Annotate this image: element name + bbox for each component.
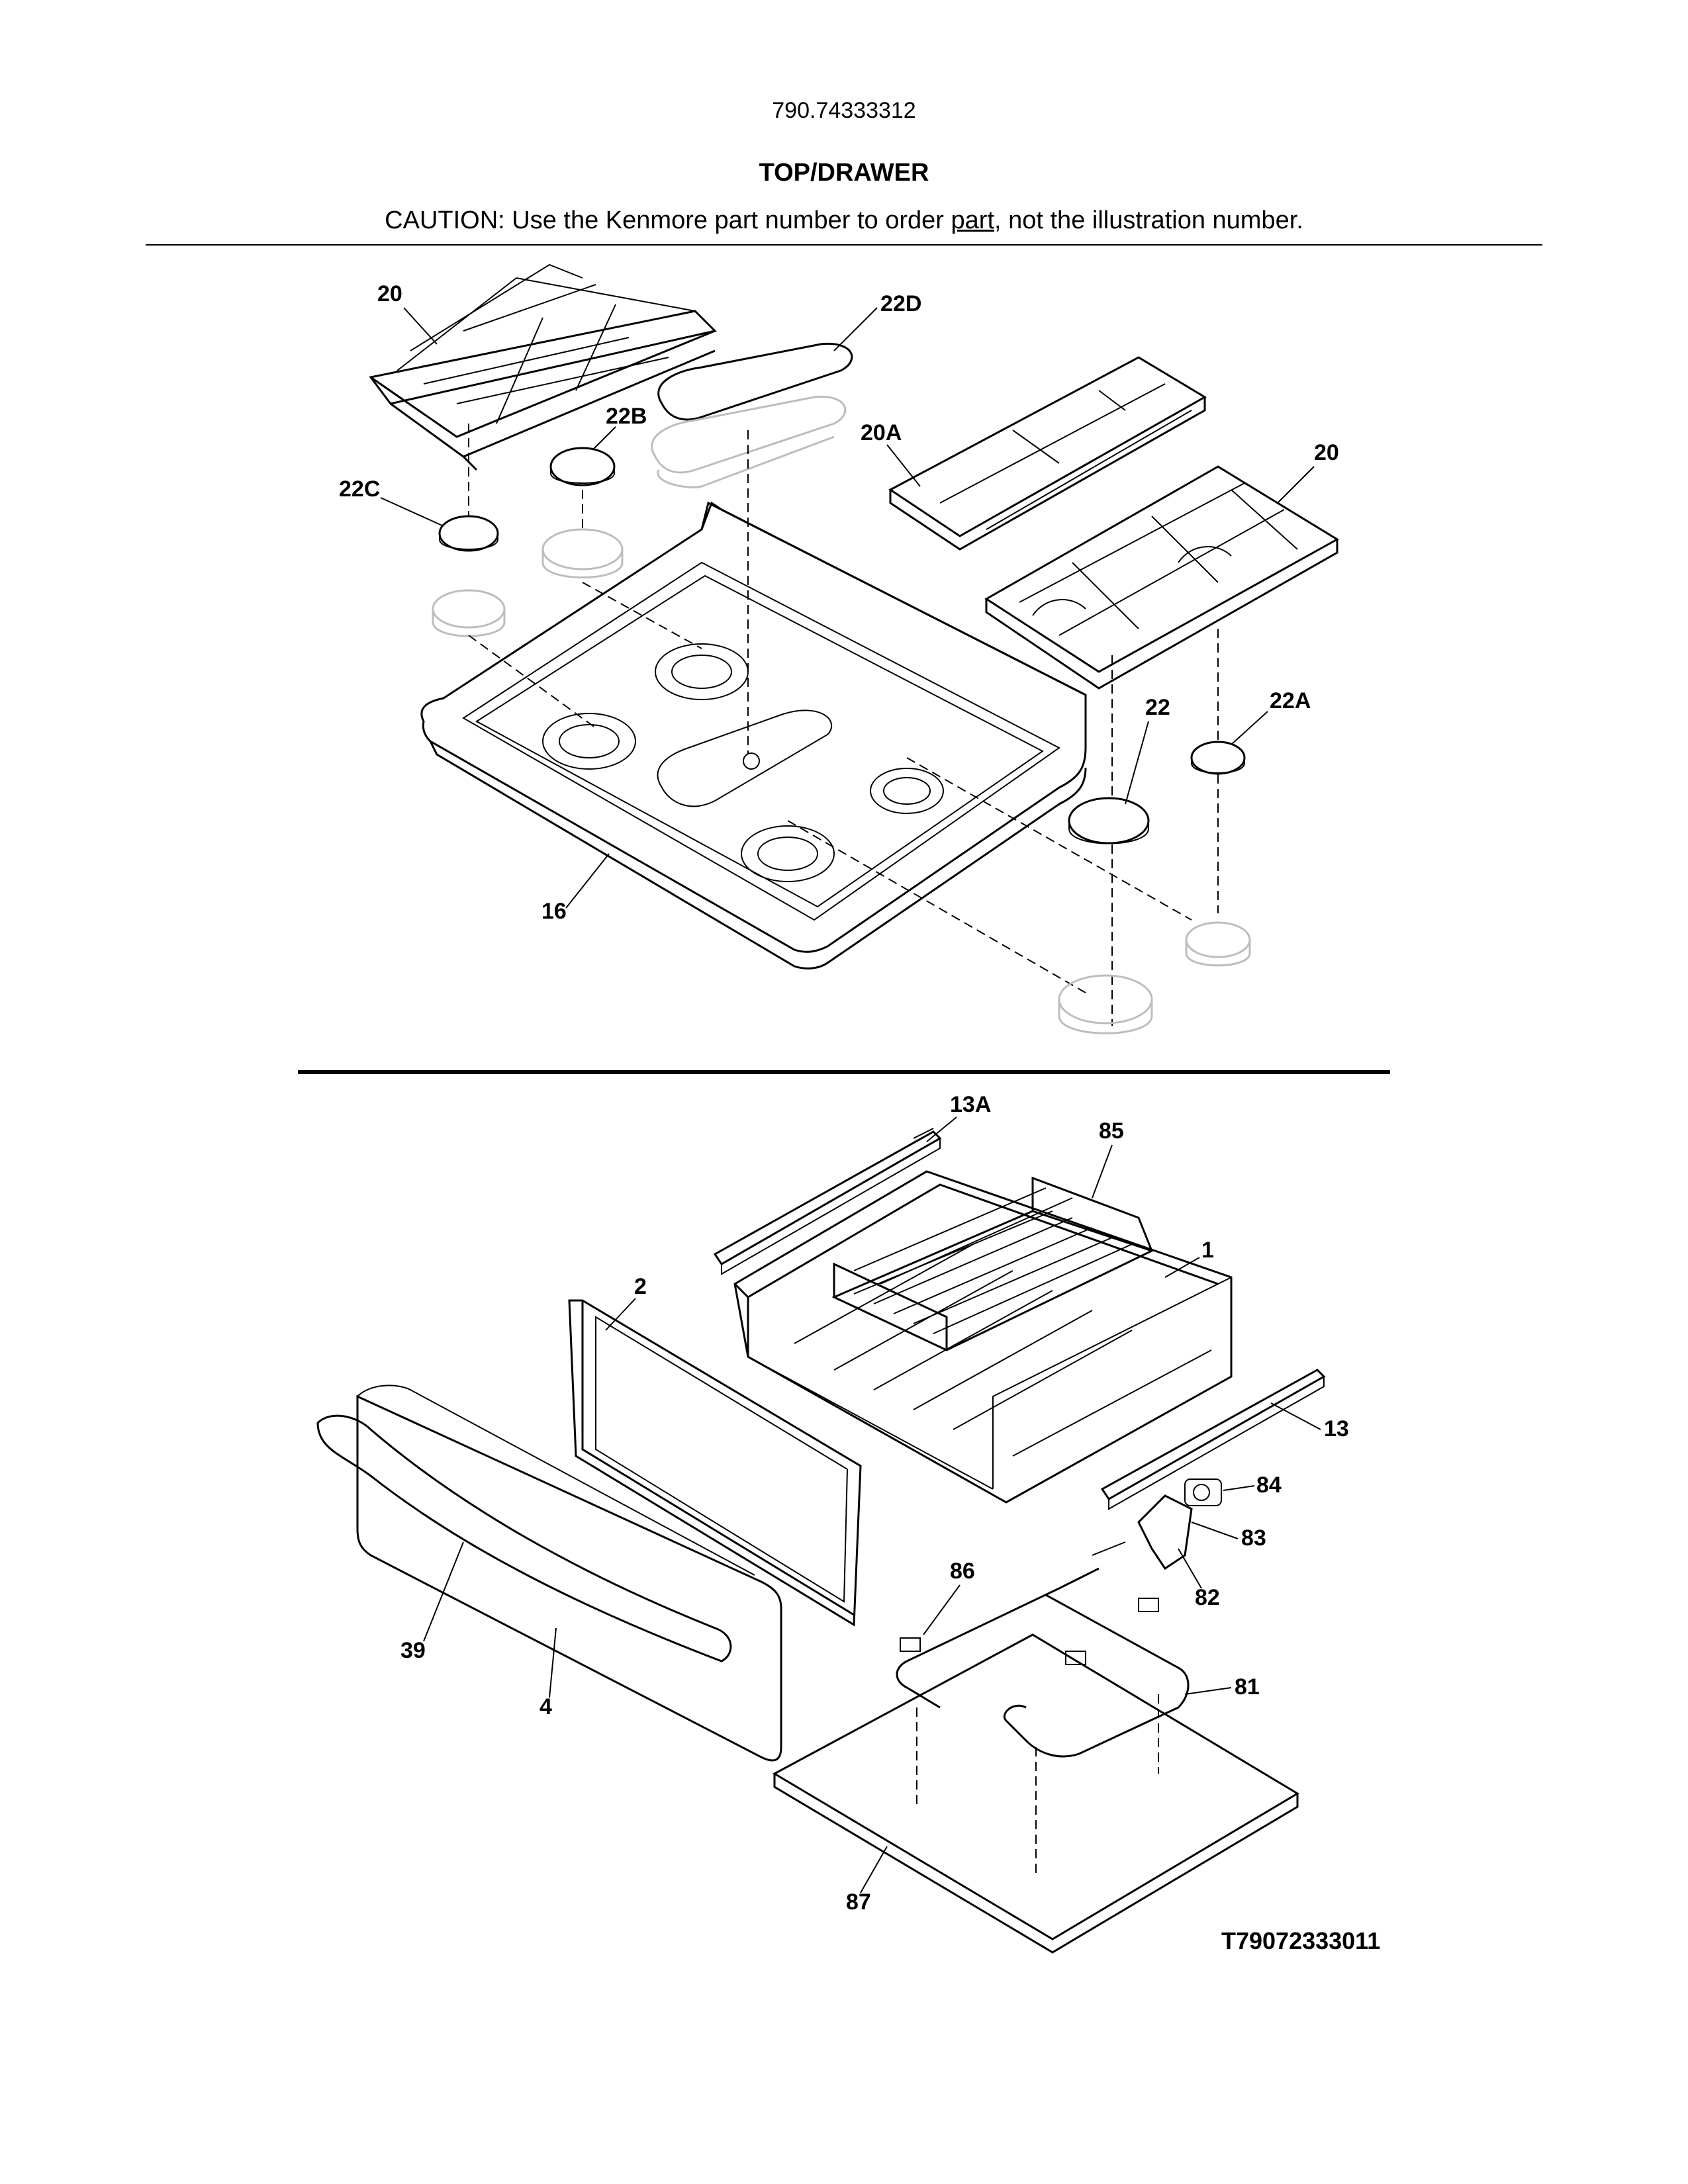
callout-85: 85 bbox=[1099, 1118, 1124, 1144]
right-burner-grate bbox=[984, 465, 1339, 690]
center-grate-20a bbox=[888, 356, 1207, 551]
callout-86: 86 bbox=[950, 1559, 975, 1584]
drawer-front-panel bbox=[356, 1385, 782, 1762]
drawer-handle bbox=[316, 1414, 732, 1662]
left-drawer-slide bbox=[713, 1128, 942, 1275]
drawing-code: T79072333011 bbox=[1221, 1927, 1380, 1954]
callout-84: 84 bbox=[1256, 1473, 1282, 1498]
oval-burner-cap bbox=[651, 342, 853, 488]
caution-suffix: , not the illustration number. bbox=[994, 206, 1303, 234]
caution-note: CAUTION: Use the Kenmore part number to … bbox=[0, 206, 1688, 235]
callout-16: 16 bbox=[541, 899, 567, 924]
drawer-front-liner bbox=[568, 1299, 862, 1627]
burner-cap-22a bbox=[1190, 741, 1246, 775]
callout-22d: 22D bbox=[880, 291, 921, 316]
bake-element bbox=[896, 1567, 1190, 1758]
drawer-bottom-panel bbox=[772, 1633, 1299, 1954]
callout-82: 82 bbox=[1195, 1585, 1220, 1610]
callout-39: 39 bbox=[400, 1638, 426, 1663]
callout-22: 22 bbox=[1145, 695, 1170, 720]
drawer-switch-bracket bbox=[1092, 1479, 1222, 1570]
callout-20-right: 20 bbox=[1314, 440, 1339, 465]
callout-4: 4 bbox=[539, 1694, 552, 1719]
callout-13a: 13A bbox=[950, 1092, 991, 1117]
callout-83: 83 bbox=[1241, 1525, 1266, 1551]
caution-prefix: CAUTION: Use the Kenmore part number to … bbox=[385, 206, 951, 234]
callout-1: 1 bbox=[1201, 1238, 1214, 1263]
right-drawer-slide bbox=[1100, 1369, 1326, 1510]
burner-cap-22b bbox=[541, 447, 624, 578]
callout-22b: 22B bbox=[606, 404, 647, 429]
callout-2: 2 bbox=[634, 1274, 647, 1299]
burner-cap-22 bbox=[1068, 797, 1150, 844]
model-number: 790.74333312 bbox=[772, 98, 916, 123]
left-burner-grate bbox=[369, 263, 717, 471]
section-title: TOP/DRAWER bbox=[759, 159, 929, 187]
burner-cap-22c bbox=[432, 515, 506, 637]
burner-heads bbox=[1058, 921, 1251, 1034]
drawer-body bbox=[733, 1170, 1233, 1504]
callout-81: 81 bbox=[1235, 1674, 1260, 1700]
caution-underlined-word: part bbox=[951, 206, 994, 234]
callout-22c: 22C bbox=[339, 477, 380, 502]
callout-22a: 22A bbox=[1270, 688, 1311, 713]
callout-20a: 20A bbox=[861, 420, 902, 445]
drawer-rack bbox=[831, 1176, 1154, 1351]
callout-labels: 20 22D 22B 20A 20 22C 22 22A 16 13A 85 1… bbox=[339, 281, 1380, 1954]
callout-13: 13 bbox=[1324, 1416, 1349, 1441]
callout-20-left: 20 bbox=[377, 281, 402, 306]
cooktop-main-top bbox=[420, 501, 1087, 970]
callout-87: 87 bbox=[846, 1889, 871, 1915]
